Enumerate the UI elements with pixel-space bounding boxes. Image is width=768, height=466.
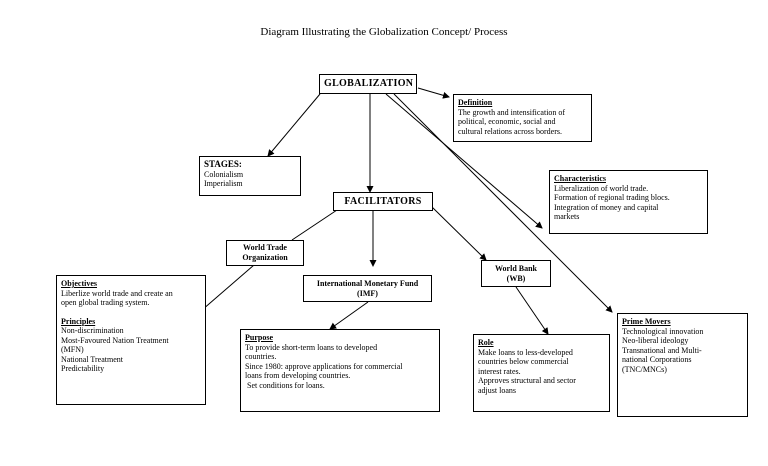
definition-heading: Definition xyxy=(458,98,493,107)
arrow-to-role xyxy=(515,286,549,335)
prime-movers-line: national Corporations xyxy=(622,355,692,364)
arrow-to-stages xyxy=(267,93,321,157)
characteristics-line: Formation of regional trading blocs. xyxy=(554,193,670,202)
purpose-line: countries. xyxy=(245,352,277,361)
principle-item: Non-discrimination xyxy=(61,326,124,335)
arrow-to-purpose xyxy=(329,301,369,330)
objectives-line: Liberlize world trade and create an xyxy=(61,288,173,298)
line-wto-to-objectives xyxy=(201,264,255,311)
objectives-heading: Objectives xyxy=(61,279,97,288)
stages-heading: STAGES: xyxy=(204,159,242,169)
prime-movers-box: Prime Movers Technological innovation Ne… xyxy=(617,313,748,417)
prime-movers-heading: Prime Movers xyxy=(622,317,671,326)
globalization-box: GLOBALIZATION xyxy=(319,74,417,94)
imf-box: International Monetary Fund (IMF) xyxy=(303,275,432,302)
purpose-line: Since 1980: approve applications for com… xyxy=(245,361,403,371)
prime-movers-line: Transnational and Multi- xyxy=(622,345,702,355)
line-facilitators-to-wto xyxy=(291,207,341,241)
wb-box: World Bank (WB) xyxy=(481,260,551,287)
characteristics-box: Characteristics Liberalization of world … xyxy=(549,170,708,234)
stages-item: Colonialism xyxy=(204,169,244,179)
arrow-to-prime-movers xyxy=(393,93,613,313)
imf-line: (IMF) xyxy=(357,288,378,298)
prime-movers-line: Technological innovation xyxy=(622,326,704,336)
wb-line: World Bank xyxy=(494,264,537,273)
objectives-line: open global trading system. xyxy=(61,298,150,307)
definition-line: The growth and intensification of xyxy=(458,107,566,117)
facilitators-box: FACILITATORS xyxy=(333,192,433,211)
prime-movers-line: Neo-liberal ideology xyxy=(622,336,689,345)
principle-item: National Treatment xyxy=(61,354,123,364)
globalization-label: GLOBALIZATION xyxy=(324,78,414,89)
principle-item: Most-Favoured Nation Treatment xyxy=(61,335,169,345)
role-line: Approves structural and sector xyxy=(478,376,576,385)
purpose-box: Purpose To provide short-term loans to d… xyxy=(240,329,440,412)
principles-heading: Principles xyxy=(61,316,96,326)
stages-item: Imperialism xyxy=(204,179,243,188)
role-box: Role Make loans to less-developed countr… xyxy=(473,334,610,412)
role-line: Make loans to less-developed xyxy=(478,347,573,357)
prime-movers-line: (TNC/MNCs) xyxy=(622,364,667,374)
arrow-to-characteristics xyxy=(385,93,543,229)
objectives-box: Objectives Liberlize world trade and cre… xyxy=(56,275,206,405)
arrow-to-definition xyxy=(417,87,450,99)
role-line: adjust loans xyxy=(478,385,516,395)
role-line: countries below commercial xyxy=(478,357,569,366)
characteristics-line: markets xyxy=(554,212,580,221)
wto-box: World Trade Organization xyxy=(226,240,304,266)
arrow-to-wb xyxy=(431,206,487,261)
wto-line: Organization xyxy=(242,252,288,262)
role-heading: Role xyxy=(478,338,494,347)
characteristics-heading: Characteristics xyxy=(554,174,606,183)
diagram-title: Diagram Illustrating the Globalization C… xyxy=(260,26,508,38)
purpose-line: loans from developing countries. xyxy=(245,371,351,380)
purpose-heading: Purpose xyxy=(245,333,273,342)
wto-line: World Trade xyxy=(243,243,287,252)
wb-line: (WB) xyxy=(506,273,526,283)
stages-box: STAGES: Colonialism Imperialism xyxy=(199,156,301,196)
role-line: interest rates. xyxy=(478,366,521,376)
characteristics-line: Liberalization of world trade. xyxy=(554,183,649,193)
definition-line: cultural relations across borders. xyxy=(458,126,562,136)
principle-item: (MFN) xyxy=(61,345,84,354)
definition-line: political, economic, social and xyxy=(458,117,556,126)
principle-item: Predictability xyxy=(61,364,105,373)
facilitators-label: FACILITATORS xyxy=(344,196,422,207)
purpose-line: To provide short-term loans to developed xyxy=(245,342,378,352)
characteristics-line: Integration of money and capital xyxy=(554,202,659,212)
definition-box: Definition The growth and intensificatio… xyxy=(453,94,592,142)
purpose-line: Set conditions for loans. xyxy=(245,380,325,390)
imf-line: International Monetary Fund xyxy=(316,279,419,288)
